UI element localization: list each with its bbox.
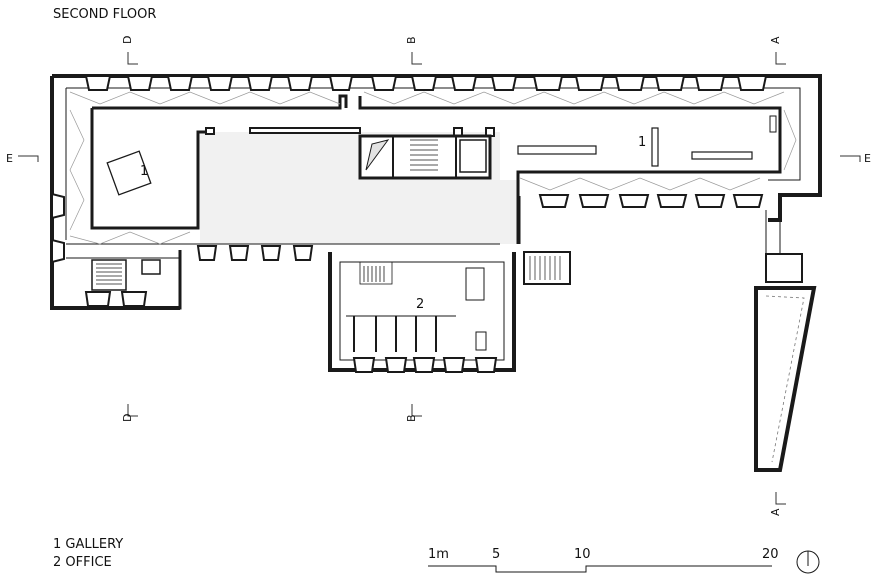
legend-num: 2 <box>53 555 62 570</box>
scale-tick-20: 20 <box>762 547 779 562</box>
window-niches-left <box>51 192 148 307</box>
room-tag-office: 2 <box>416 297 424 312</box>
legend-item-office: 2 OFFICE <box>53 554 112 571</box>
scale-tick-1m: 1m <box>428 547 449 562</box>
window-niches-lower <box>196 194 764 261</box>
section-label-d-top: D <box>121 36 134 44</box>
legend-item-gallery: 1 GALLERY <box>53 536 123 553</box>
room-tag-gallery-left: 1 <box>140 164 148 179</box>
scale-bar <box>428 565 772 573</box>
section-label-a-top: A <box>769 36 782 44</box>
roof-truss-pattern <box>69 91 797 245</box>
room-tag-gallery-right: 1 <box>638 135 646 150</box>
drawing-title: SECOND FLOOR <box>53 7 157 22</box>
section-label-b-top: B <box>405 36 418 44</box>
legend-label: GALLERY <box>65 537 124 552</box>
legend-label: OFFICE <box>65 555 112 570</box>
legend-num: 1 <box>53 537 62 552</box>
section-label-e-left: E <box>6 152 13 165</box>
section-markers <box>18 52 861 505</box>
left-stairs <box>91 259 161 291</box>
gallery-partitions <box>205 115 777 167</box>
bridge-stairs <box>523 251 571 285</box>
office-window-niches <box>352 357 498 373</box>
scale-tick-10: 10 <box>574 547 591 562</box>
section-label-d-bottom: D <box>121 414 134 422</box>
section-label-e-right: E <box>864 152 871 165</box>
scale-tick-5: 5 <box>492 547 500 562</box>
section-label-b-bottom: B <box>405 414 418 422</box>
section-label-a-bottom: A <box>769 508 782 516</box>
stair-core <box>358 134 492 180</box>
wedge-tower <box>754 210 817 472</box>
north-arrow-icon <box>796 550 820 574</box>
window-niches-top <box>84 75 768 91</box>
exhibit-pedestal <box>106 150 152 196</box>
